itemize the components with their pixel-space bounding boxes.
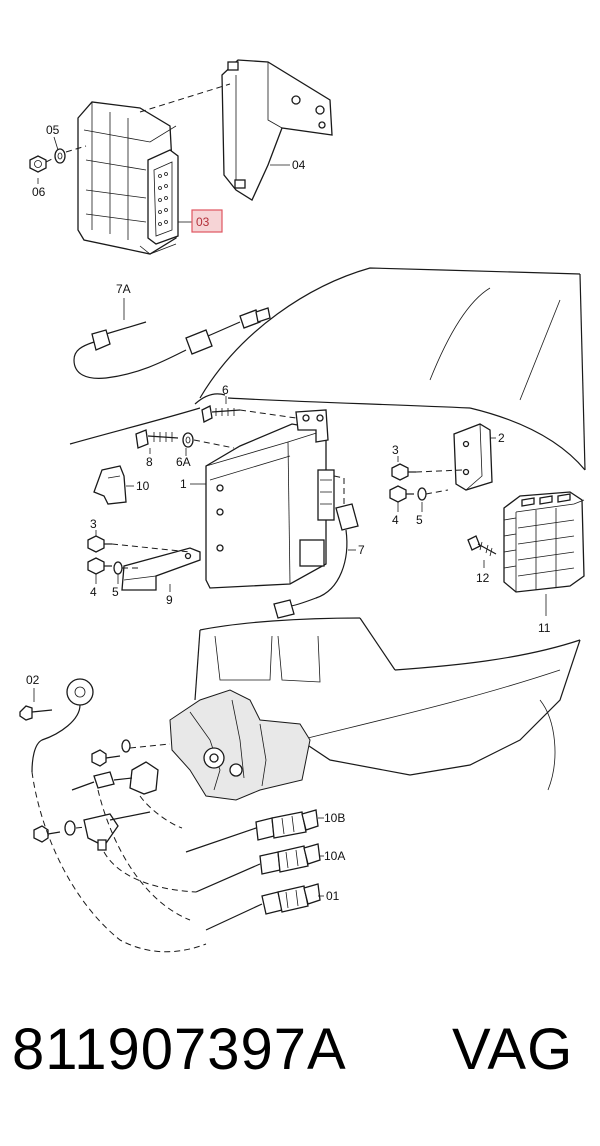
part-number: 811907397A <box>12 1017 347 1082</box>
callout-7A: 7A <box>116 282 131 296</box>
car-body-outline <box>69 267 586 791</box>
callout-8: 8 <box>146 455 153 469</box>
callout-10: 10 <box>136 479 150 493</box>
screw-12 <box>467 535 497 557</box>
nut-06 <box>29 155 47 173</box>
callout-03-highlight <box>191 209 223 233</box>
callout-05: 05 <box>46 123 60 137</box>
bracket-04 <box>221 59 333 201</box>
callout-1: 1 <box>180 477 187 491</box>
callout-2: 2 <box>498 431 505 445</box>
callout-7: 7 <box>358 543 365 557</box>
callout-10A: 10A <box>324 849 345 863</box>
callout-10B: 10B <box>324 811 345 825</box>
screw-6 <box>201 405 241 423</box>
sensor-7A <box>73 307 271 379</box>
washer-6A <box>182 432 194 448</box>
washer-5-right <box>417 487 427 501</box>
knock-sensor-02 <box>19 678 94 773</box>
brand-name: VAG <box>452 1017 574 1082</box>
callout-5-right: 5 <box>416 513 423 527</box>
control-unit-11 <box>503 491 585 593</box>
bracket-9 <box>121 547 201 591</box>
callout-12: 12 <box>476 571 490 585</box>
callout-9: 9 <box>166 593 173 607</box>
speed-sensor-10B <box>71 761 319 853</box>
sensor-cable-7 <box>273 475 359 619</box>
callout-04: 04 <box>292 158 306 172</box>
screw-3-left <box>87 535 112 553</box>
callout-02: 02 <box>26 673 40 687</box>
bracket-2 <box>453 423 493 491</box>
callout-03: 03 <box>196 215 210 229</box>
washer-5-left <box>113 561 123 575</box>
speed-sensor-10A <box>83 811 321 893</box>
engine-block <box>169 689 311 801</box>
bolt-02 <box>19 705 53 721</box>
callout-4-left: 4 <box>90 585 97 599</box>
callout-4-right: 4 <box>392 513 399 527</box>
control-unit-03-group <box>29 59 333 255</box>
callout-06: 06 <box>32 185 46 199</box>
screw-4-right <box>389 485 414 503</box>
washer-05 <box>54 148 66 164</box>
callout-6: 6 <box>222 383 229 397</box>
sensor-01 <box>31 771 321 953</box>
callout-6A: 6A <box>176 455 191 469</box>
bracket-10 <box>93 465 127 505</box>
screw-4-left <box>87 557 112 575</box>
callout-5-left: 5 <box>112 585 119 599</box>
callout-11: 11 <box>538 621 551 635</box>
callout-3-left: 3 <box>90 517 97 531</box>
screw-8 <box>135 429 179 449</box>
callout-3-right: 3 <box>392 443 399 457</box>
callout-01: 01 <box>326 889 340 903</box>
control-unit-1 <box>205 409 335 589</box>
screw-3-right <box>391 463 416 481</box>
